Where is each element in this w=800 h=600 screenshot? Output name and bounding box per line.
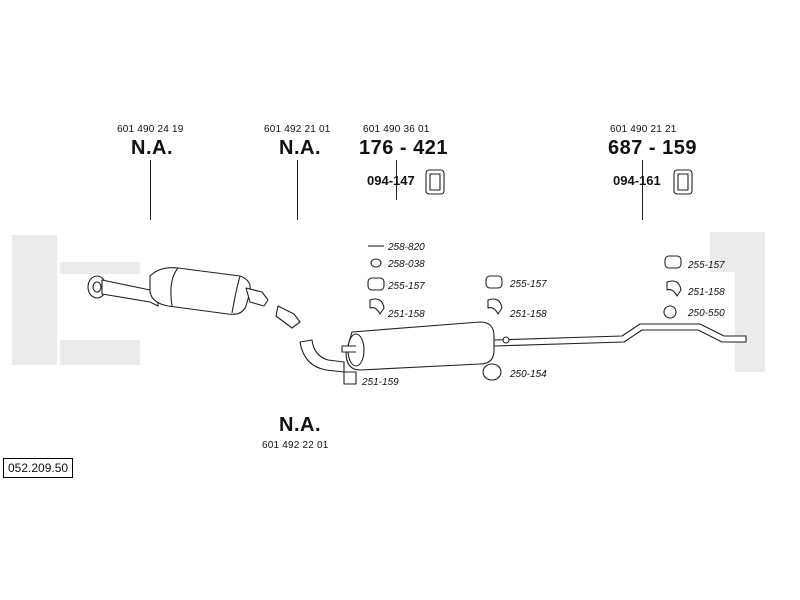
rubber-mount-icon-c [664,255,682,269]
rubber-mount-icon-a [367,277,385,291]
leader-rear [642,160,643,220]
diagram-reference-box: 052.209.50 [3,458,74,478]
oe-number-front: 601 490 24 19 [117,124,184,135]
code-bend: N.A. [279,414,321,436]
rubber-mount-icon-b [485,275,503,289]
clamp-icon-251-159 [343,371,357,385]
middle-silencer [345,321,495,371]
code-rear: 687 - 159 [608,137,698,159]
bracket-icon-c [666,280,682,297]
part-label-250-550: 250-550 [688,308,725,319]
code-center: N.A. [279,137,321,159]
watermark-block-4 [710,232,765,272]
watermark-block-2 [60,262,140,274]
part-label-255-157-a: 255-157 [388,281,425,292]
part-label-251-158-a: 251-158 [388,309,425,320]
clamp-icon-250-154 [482,363,502,381]
oe-number-bend: 601 492 22 01 [262,440,329,451]
part-label-251-158-c: 251-158 [688,287,725,298]
front-silencer [149,267,251,315]
nut-icon [370,258,382,268]
oe-number-center: 601 492 21 01 [264,124,331,135]
rear-pipe [493,323,747,347]
watermark-block-3 [60,340,140,365]
part-label-251-159: 251-159 [362,377,399,388]
part-label-258-820: 258-820 [388,242,425,253]
part-label-250-154: 250-154 [510,369,547,380]
watermark-block-5 [735,272,765,372]
leader-front [150,160,151,220]
hanger-code-middle: 094-147 [367,173,415,188]
bend-pipe [299,339,345,373]
leader-middle [396,160,397,200]
hanger-code-rear: 094-161 [613,173,661,188]
ring-icon [663,305,677,319]
oe-number-rear: 601 490 21 21 [610,124,677,135]
watermark-block-1 [12,235,57,365]
bracket-icon-b [487,298,503,315]
part-label-255-157-c: 255-157 [688,260,725,271]
leader-center [297,160,298,220]
center-bend-pipe [275,305,301,329]
code-middle: 176 - 421 [359,137,449,159]
part-label-251-158-b: 251-158 [510,309,547,320]
part-label-258-038: 258-038 [388,259,425,270]
bracket-icon-a [369,298,385,315]
part-label-255-157-b: 255-157 [510,279,547,290]
code-front: N.A. [131,137,173,159]
oe-number-middle: 601 490 36 01 [363,124,430,135]
